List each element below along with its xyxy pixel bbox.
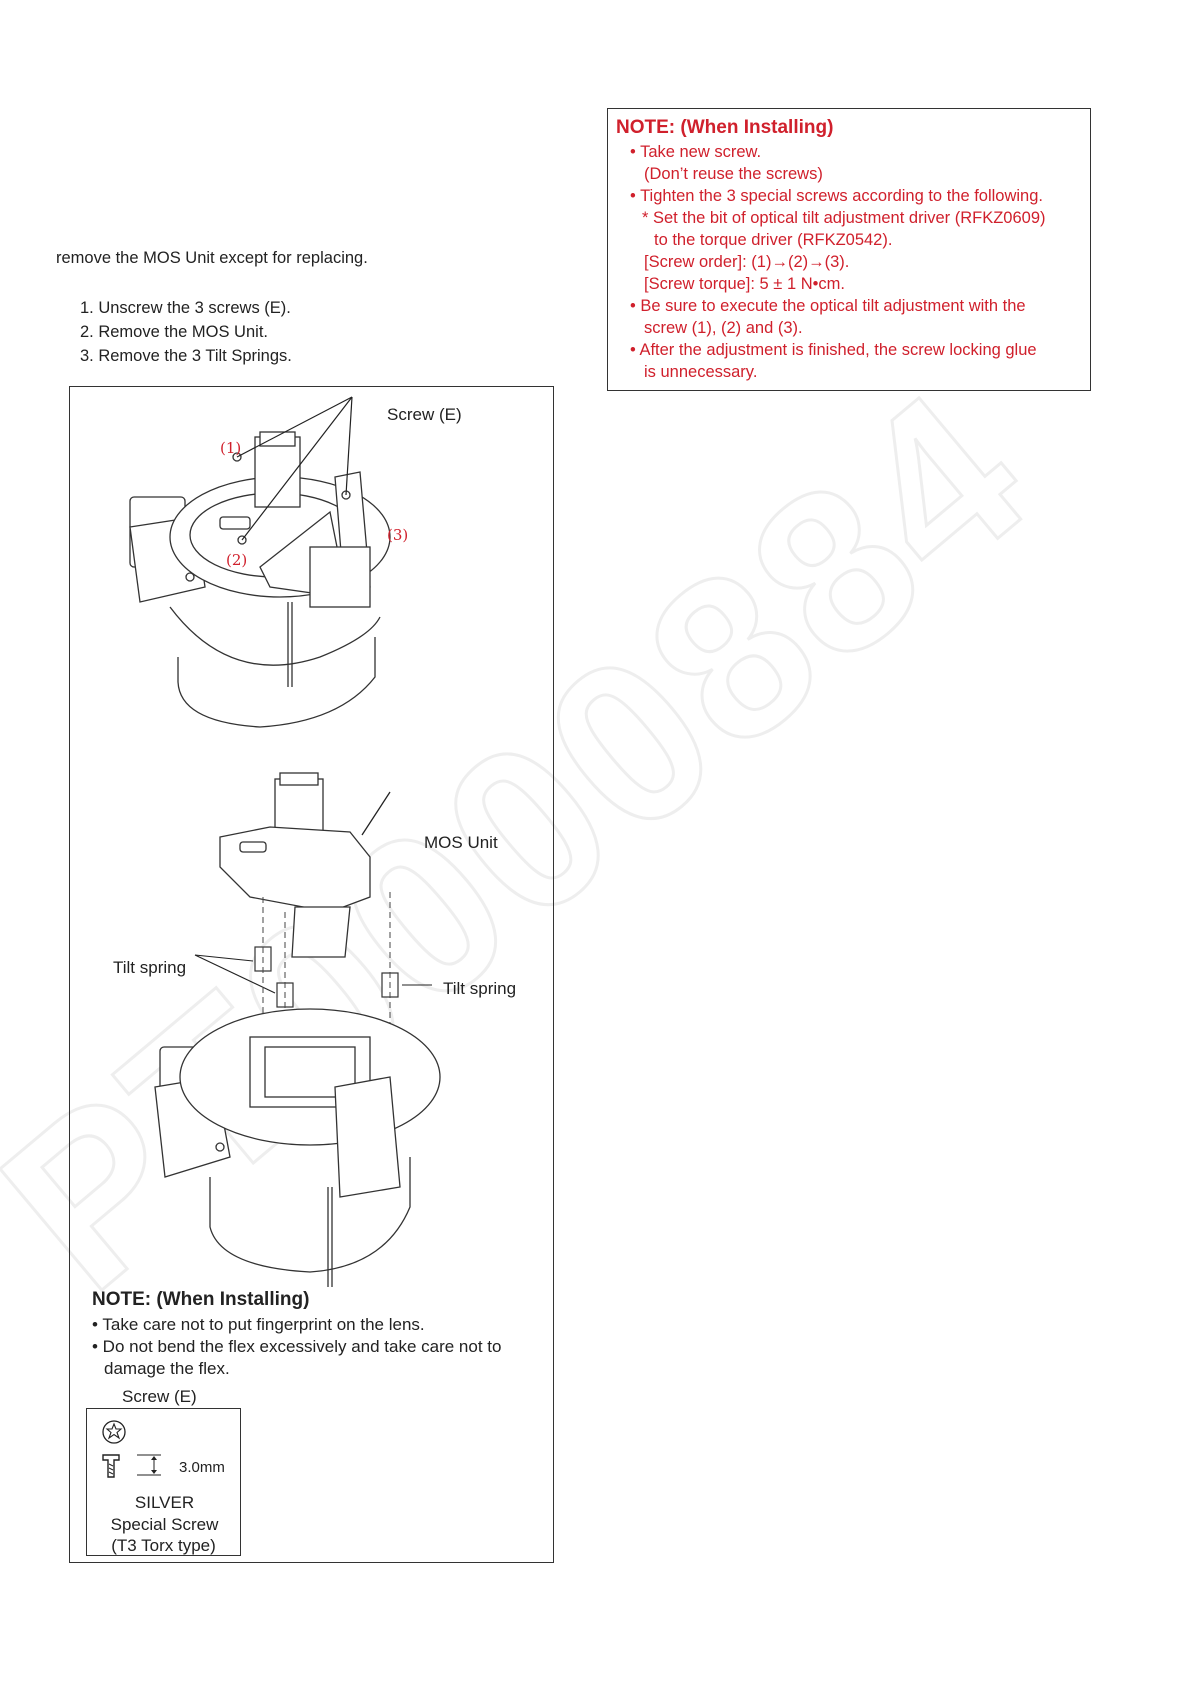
note-line: [Screw order]: (1)→(2)→(3).: [644, 253, 850, 271]
screw-number-3: (3): [387, 526, 409, 544]
step-list: 1. Unscrew the 3 screws (E). 2. Remove t…: [80, 296, 292, 368]
handling-note-heading: NOTE: (When Installing): [92, 1289, 310, 1310]
install-note-box: NOTE: (When Installing) • Take new screw…: [607, 108, 1091, 391]
screw-length: 3.0mm: [179, 1459, 225, 1476]
screw-type-line1: Special Screw: [110, 1515, 219, 1534]
intro-text: remove the MOS Unit except for replacing…: [56, 249, 368, 267]
handling-note-line: • Do not bend the flex excessively and t…: [92, 1337, 502, 1356]
leader-spring-a: [194, 954, 254, 962]
sensor-window-top: [219, 516, 251, 530]
screw-e-label: Screw (E): [387, 405, 462, 424]
install-note-heading: NOTE: (When Installing): [616, 117, 834, 138]
figure-box: Screw (E) (1) (2) (3) MOS Unit Tilt spri…: [69, 386, 554, 1563]
note-line: • Take new screw.: [630, 143, 762, 161]
step-2: 2. Remove the MOS Unit.: [80, 323, 268, 341]
barrel-rim-top: [169, 606, 381, 666]
leader-spring-b: [194, 954, 276, 994]
handling-note-line: • Take care not to put fingerprint on th…: [92, 1315, 425, 1334]
screw-left-bottom: [215, 1142, 225, 1152]
note-line: screw (1), (2) and (3).: [644, 319, 803, 337]
lens-barrel-top: [177, 637, 376, 728]
leader-screw-2: [241, 396, 353, 541]
screw-number-1: (1): [220, 439, 242, 457]
mos-flex-cap: [279, 772, 319, 786]
note-line: is unnecessary.: [644, 363, 758, 381]
screw-icon: [102, 1454, 161, 1478]
torx-icon: [102, 1420, 126, 1444]
note-line: [Screw torque]: 5 ± 1 N•cm.: [644, 275, 845, 293]
screw-left-top: [185, 572, 195, 582]
flex-connector-top: [254, 436, 301, 508]
mos-flex-tail: [291, 906, 351, 958]
leader-screw-3: [345, 396, 353, 496]
mos-arrow: [361, 791, 391, 836]
screw-spec-box: 3.0mm SILVER Special Screw: [86, 1408, 241, 1556]
note-line: to the torque driver (RFKZ0542).: [654, 231, 893, 249]
note-line: • Be sure to execute the optical tilt ad…: [630, 297, 1026, 315]
right-block-top: [309, 546, 371, 608]
mos-unit-label: MOS Unit: [424, 833, 498, 852]
screw-caption: Screw (E): [122, 1387, 197, 1406]
step-3: 3. Remove the 3 Tilt Springs.: [80, 347, 292, 365]
tilt-spring-label-left: Tilt spring: [113, 958, 187, 977]
handling-note-line: damage the flex.: [104, 1359, 230, 1378]
mos-window: [239, 841, 267, 853]
step-1: 1. Unscrew the 3 screws (E).: [80, 299, 291, 317]
mos-unit-diagram: [129, 396, 441, 1287]
screw-number-2: (2): [226, 551, 248, 569]
screw-color: SILVER: [134, 1493, 195, 1512]
note-line: (Don’t reuse the screws): [644, 165, 823, 183]
flex-top-cap: [259, 431, 296, 447]
leader-screw-1: [236, 396, 353, 458]
note-line: • Tighten the 3 special screws according…: [630, 187, 1043, 205]
screw-type-line2: (T3 Torx type): [111, 1536, 216, 1555]
mos-unit-body: [219, 826, 371, 913]
right-block-bottom: [334, 1076, 401, 1198]
note-line: • After the adjustment is finished, the …: [630, 341, 1037, 359]
note-line: * Set the bit of optical tilt adjustment…: [642, 209, 1046, 227]
tilt-spring-label-right: Tilt spring: [443, 979, 517, 998]
